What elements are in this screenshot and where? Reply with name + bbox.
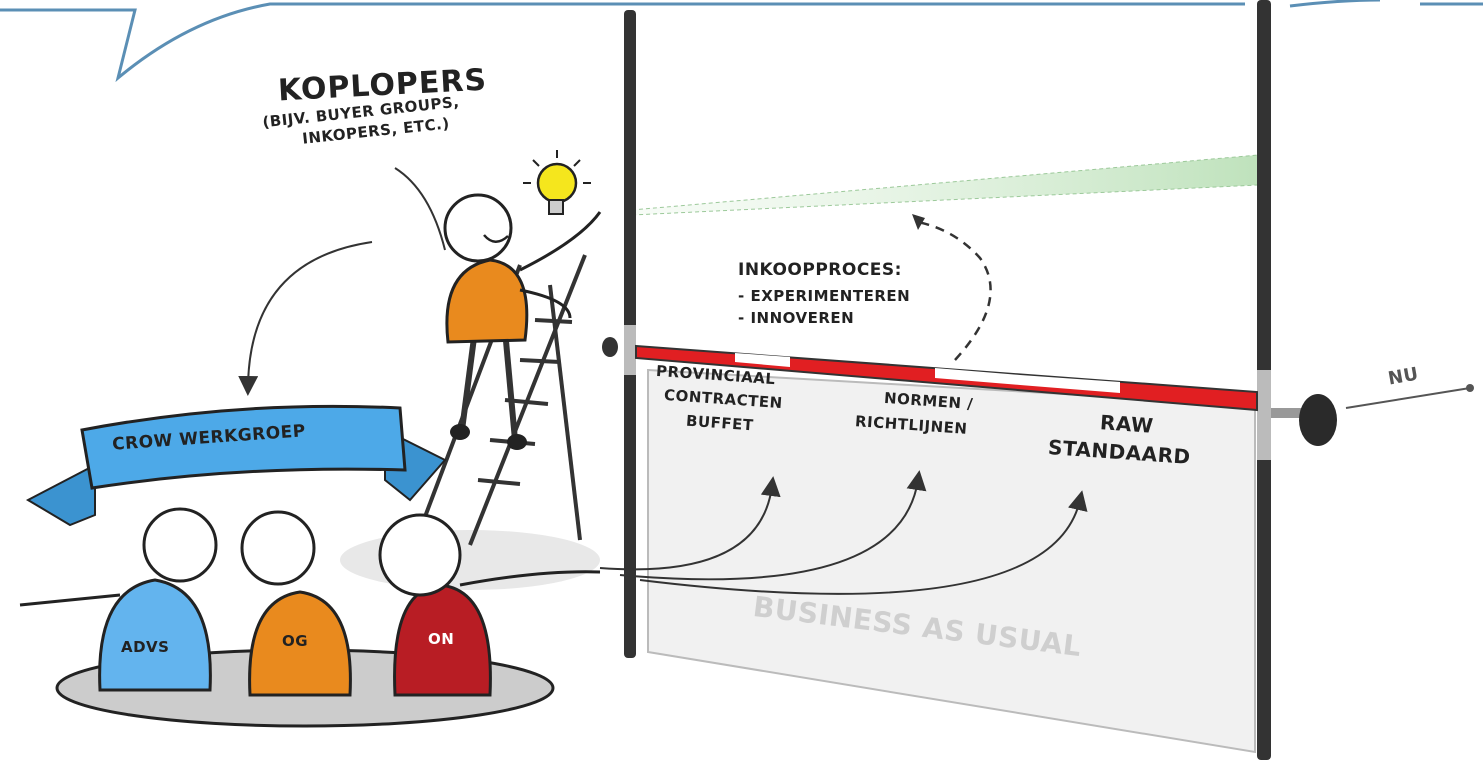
dashed-arrow	[917, 220, 992, 361]
arrow-to-normen	[619, 470, 927, 581]
crow-werkgroep-banner	[25, 404, 447, 527]
counterweight-knob	[1299, 394, 1337, 446]
koploper-figure	[443, 193, 602, 450]
arrow-to-werkgroep	[238, 241, 373, 396]
innovation-projection	[631, 154, 1259, 216]
inkoopproces-item-2: - INNOVEREN	[738, 309, 855, 327]
figure-advs-label: ADVS	[121, 638, 170, 656]
figure-og	[240, 510, 352, 697]
figure-on-label: ON	[428, 630, 455, 648]
inkoopproces-title: INKOOPPROCES:	[738, 260, 902, 280]
figure-advs	[19, 507, 218, 692]
lightbulb-icon	[523, 150, 591, 215]
inkoopproces-item-1: - EXPERIMENTEREN	[738, 287, 911, 305]
raw-line-1: RAW	[1099, 410, 1155, 438]
figure-on	[378, 513, 601, 697]
arrow-to-raw	[639, 490, 1088, 595]
figure-og-label: OG	[282, 632, 309, 650]
left-knob	[602, 337, 618, 357]
arrow-to-provinciaal	[599, 476, 781, 571]
speech-bubble-outline	[0, 0, 1483, 83]
